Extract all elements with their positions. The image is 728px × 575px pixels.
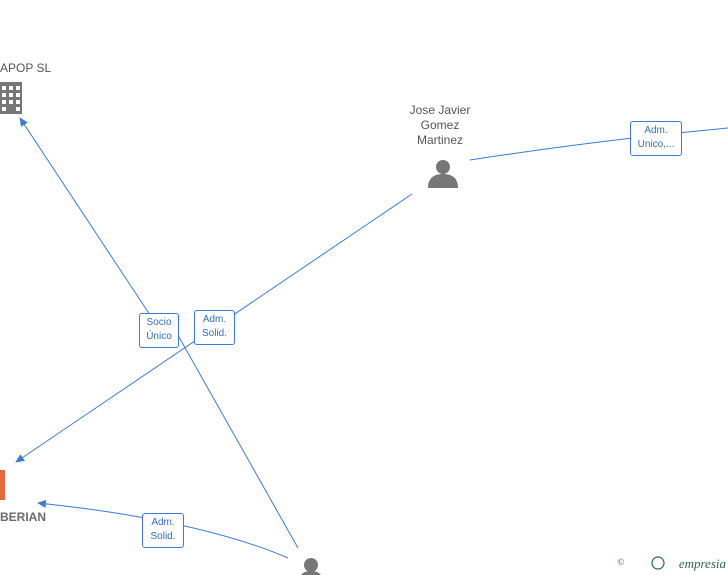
- copyright-icon: [651, 556, 665, 570]
- edge-label-line: Solid.: [201, 328, 227, 339]
- edge-label-line: Único: [146, 331, 172, 342]
- edge-adm-unico: [469, 127, 728, 161]
- brand-logo[interactable]: © empresia: [617, 556, 726, 572]
- building-icon-highlight[interactable]: [0, 470, 5, 500]
- person-label-line-3: Martinez: [416, 133, 463, 147]
- company-label-top[interactable]: APOP SL: [0, 61, 52, 75]
- edge-label-line: Solid.: [150, 531, 176, 542]
- edge-label-adm-unico[interactable]: Adm. Unico,...: [630, 121, 682, 156]
- edge-label-line: Adm.: [202, 314, 227, 325]
- building-icon[interactable]: [0, 82, 22, 114]
- edge-socio-unico: [19, 117, 153, 319]
- brand-copyright: ©: [617, 557, 625, 567]
- edge-label-socio-unico[interactable]: Socio Único: [139, 313, 179, 348]
- person-label-line-1: Jose Javier: [409, 103, 471, 117]
- edge-label-line: Socio: [146, 317, 172, 328]
- edge-label-adm-solid-2[interactable]: Adm. Solid.: [142, 513, 184, 548]
- person-icon[interactable]: [428, 160, 458, 188]
- edge-label-line: Adm.: [644, 125, 668, 136]
- edge-label-adm-solid-1[interactable]: Adm. Solid.: [194, 310, 235, 345]
- person-label-center[interactable]: Jose Javier Gomez Martinez: [396, 103, 484, 148]
- person-label-line-2: Gomez: [420, 118, 460, 132]
- company-label-bottom[interactable]: BERIAN: [0, 510, 47, 524]
- edge-label-line: Unico,...: [637, 139, 675, 150]
- edge-socio-unico-tail: [174, 329, 299, 549]
- person-icon-bottom[interactable]: [300, 558, 322, 575]
- edge-label-line: Adm.: [151, 517, 175, 528]
- brand-name: empresia: [678, 556, 726, 571]
